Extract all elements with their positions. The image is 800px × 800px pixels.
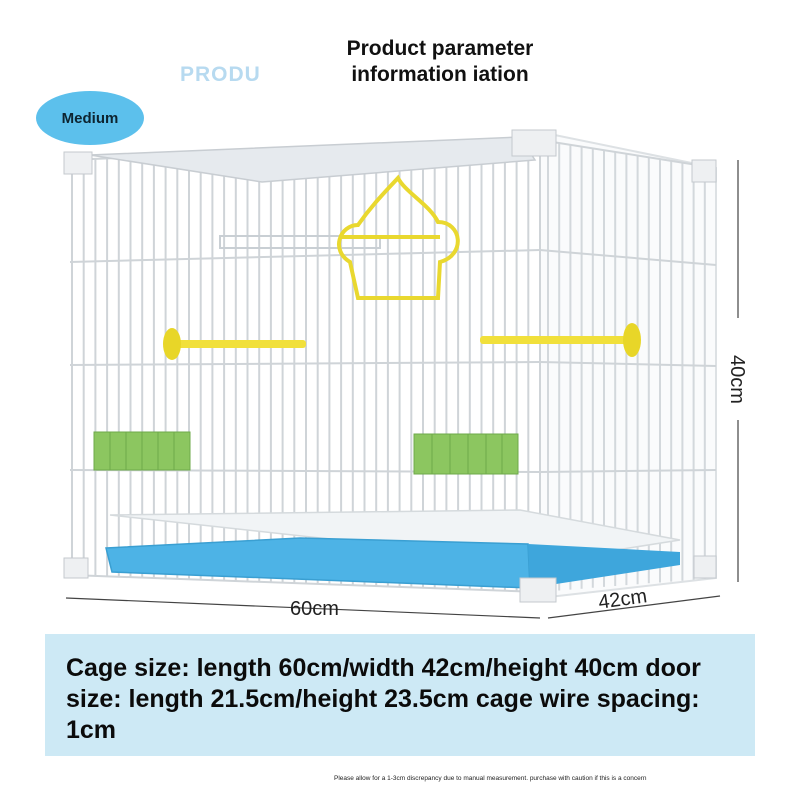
dimension-height: 40cm	[725, 355, 748, 404]
dimension-lines	[65, 160, 739, 619]
cage-roof	[89, 136, 537, 183]
tray-icon	[105, 537, 680, 589]
feeder-right	[413, 433, 519, 475]
cage-door	[219, 235, 381, 249]
swing-icon	[337, 174, 460, 300]
perch-right	[480, 323, 641, 357]
size-badge-label: Medium	[61, 109, 119, 127]
title-line-1: Product parameter	[346, 37, 534, 60]
feeder-left	[93, 431, 191, 471]
dimension-length: 60cm	[290, 598, 339, 620]
size-badge: Medium	[36, 91, 144, 145]
page-title: Product parameter information iation	[300, 36, 580, 88]
cage-corners	[63, 129, 717, 603]
spec-text: Cage size: length 60cm/width 42cm/height…	[66, 654, 701, 744]
ghost-heading: PRODU	[180, 63, 261, 86]
spec-panel: Cage size: length 60cm/width 42cm/height…	[45, 634, 755, 756]
title-line-2: information iation	[351, 63, 529, 86]
perch-left	[163, 328, 306, 360]
footnote: Please allow for a 1-3cm discrepancy due…	[334, 775, 647, 782]
